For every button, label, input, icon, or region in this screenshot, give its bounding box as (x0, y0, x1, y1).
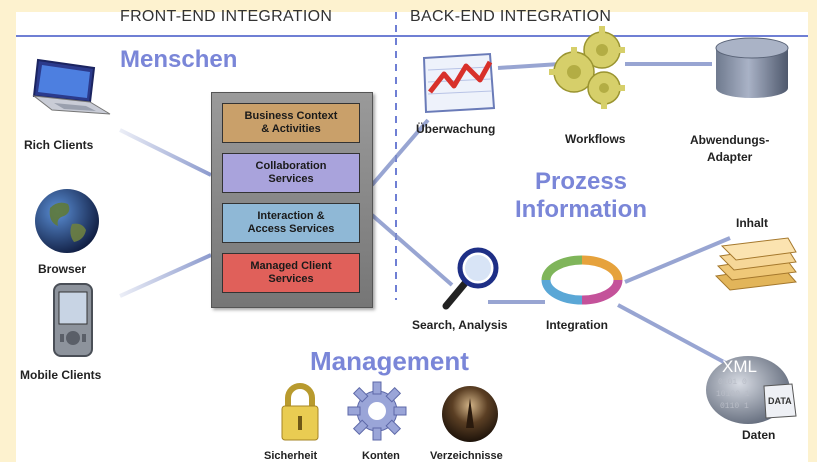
prozess-information-title: Prozess Information (515, 168, 647, 223)
globe-icon (35, 189, 99, 253)
client-services-stack: Business Context & Activities Collaborat… (211, 92, 373, 308)
connector-mobile (119, 253, 212, 298)
connector-search (370, 213, 454, 287)
database-icon (715, 37, 789, 98)
workflows-label: Workflows (565, 132, 626, 146)
directories-label: Verzeichnisse (430, 450, 503, 462)
data-doc-text: DATA (768, 396, 792, 406)
svg-text:0110 1: 0110 1 (720, 402, 749, 411)
connector-data (617, 303, 736, 370)
svg-text:10100 1: 10100 1 (716, 390, 750, 399)
svg-text:0101 0: 0101 0 (718, 378, 747, 387)
connector-rich-clients (119, 128, 212, 177)
connector-workflows (497, 62, 561, 70)
service-collaboration: Collaboration Services (222, 153, 360, 193)
browser-label: Browser (38, 262, 87, 276)
gears-icon (549, 26, 625, 109)
magnifier-icon (442, 247, 499, 310)
front-end-header: FRONT-END INTEGRATION (120, 8, 333, 25)
security-label: Sicherheit (264, 450, 318, 462)
content-folders-icon (714, 237, 797, 291)
mobile-clients-label: Mobile Clients (20, 368, 102, 382)
mobile-device-icon (53, 283, 93, 357)
integration-ring-icon (541, 255, 623, 305)
monitoring-label: Überwachung (416, 122, 496, 136)
back-end-header: BACK-END INTEGRATION (410, 8, 612, 25)
xml-data-icon: 0101 0 10100 1 0110 1 XML DATA (706, 356, 797, 424)
connector-monitoring (370, 118, 430, 187)
menschen-title: Menschen (120, 46, 238, 73)
diagram-panel (16, 12, 808, 462)
search-analysis-label: Search, Analysis (412, 318, 508, 332)
xml-text: XML (722, 357, 757, 376)
adapter-label: Abwendungs- Adapter (690, 133, 770, 164)
service-managed-client: Managed Client Services (222, 253, 360, 293)
lock-icon (281, 383, 319, 441)
data-label: Daten (742, 428, 776, 442)
accounts-label: Konten (362, 450, 400, 462)
management-title: Management (310, 346, 469, 376)
service-business-context: Business Context & Activities (222, 103, 360, 143)
service-interaction-access: Interaction & Access Services (222, 203, 360, 243)
content-label: Inhalt (736, 216, 768, 230)
connector-content (624, 236, 731, 284)
rich-clients-label: Rich Clients (24, 138, 94, 152)
monitoring-chart-icon (422, 52, 496, 114)
settings-gear-icon (347, 381, 407, 441)
integration-label: Integration (546, 318, 608, 332)
laptop-icon (32, 58, 111, 115)
directory-icon (442, 386, 498, 442)
